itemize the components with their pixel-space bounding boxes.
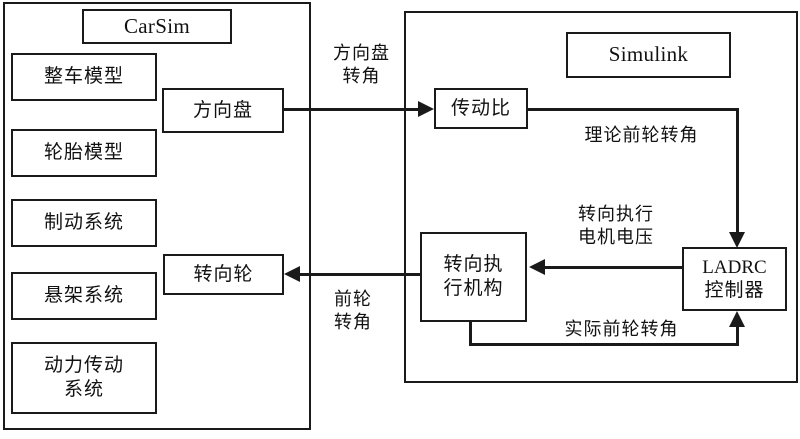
connector-actuator-to-steeredwheel <box>300 273 421 276</box>
steered-wheel-label: 转向轮 <box>193 262 254 285</box>
module-suspension-system-label: 悬架系统 <box>43 284 124 307</box>
connector-actuator-feedback-v1 <box>469 321 472 345</box>
arrowhead-to-ladrc-top <box>729 232 745 248</box>
simulink-title-box: Simulink <box>566 32 731 78</box>
signal-theoretical-front-wheel-angle-label: 理论前轮转角 <box>584 125 699 146</box>
connector-actuator-feedback-v2 <box>736 326 739 344</box>
signal-steering-motor-voltage-label: 转向执行 电机电压 <box>578 204 654 249</box>
signal-front-wheel-angle-label: 前轮 转角 <box>334 289 372 334</box>
module-vehicle-model[interactable]: 整车模型 <box>11 53 157 101</box>
steering-wheel-label: 方向盘 <box>192 98 253 121</box>
module-vehicle-model-label: 整车模型 <box>43 65 124 88</box>
connector-ratio-to-down-h <box>527 108 739 111</box>
arrowhead-to-actuator <box>529 259 545 275</box>
arrowhead-to-steered-wheel <box>284 266 300 282</box>
carsim-title-label: CarSim <box>124 13 190 38</box>
signal-steering-wheel-angle-label: 方向盘 转角 <box>333 43 390 88</box>
carsim-title-box: CarSim <box>82 9 232 44</box>
transmission-ratio-label: 传动比 <box>450 96 511 119</box>
steered-wheel-block[interactable]: 转向轮 <box>163 254 284 295</box>
connector-steeringwheel-to-ratio <box>284 108 419 111</box>
module-powertrain-system-label: 动力传动 系统 <box>43 354 124 400</box>
ladrc-controller-label-line2: 控制器 <box>704 279 765 301</box>
signal-actual-front-wheel-angle-label: 实际前轮转角 <box>564 319 679 340</box>
transmission-ratio-block[interactable]: 传动比 <box>434 88 528 129</box>
module-tire-model[interactable]: 轮胎模型 <box>11 129 157 177</box>
ladrc-controller-label-line1: LADRC <box>702 256 767 278</box>
simulink-title-label: Simulink <box>608 42 689 67</box>
steering-actuator-label: 转向执 行机构 <box>443 253 504 299</box>
connector-ladrc-to-actuator <box>545 266 685 269</box>
arrowhead-to-ratio <box>418 101 434 117</box>
steering-wheel-block[interactable]: 方向盘 <box>162 88 284 133</box>
module-tire-model-label: 轮胎模型 <box>43 141 124 164</box>
ladrc-controller-block[interactable]: LADRC 控制器 <box>682 247 787 311</box>
arrowhead-to-ladrc-bottom <box>729 311 745 327</box>
connector-actuator-feedback-h <box>469 343 739 346</box>
module-suspension-system[interactable]: 悬架系统 <box>11 272 157 320</box>
module-brake-system[interactable]: 制动系统 <box>11 199 157 247</box>
steering-actuator-block[interactable]: 转向执 行机构 <box>420 232 527 322</box>
module-brake-system-label: 制动系统 <box>43 211 124 234</box>
connector-ratio-to-ladrc-v <box>736 108 739 234</box>
module-powertrain-system[interactable]: 动力传动 系统 <box>11 342 157 414</box>
